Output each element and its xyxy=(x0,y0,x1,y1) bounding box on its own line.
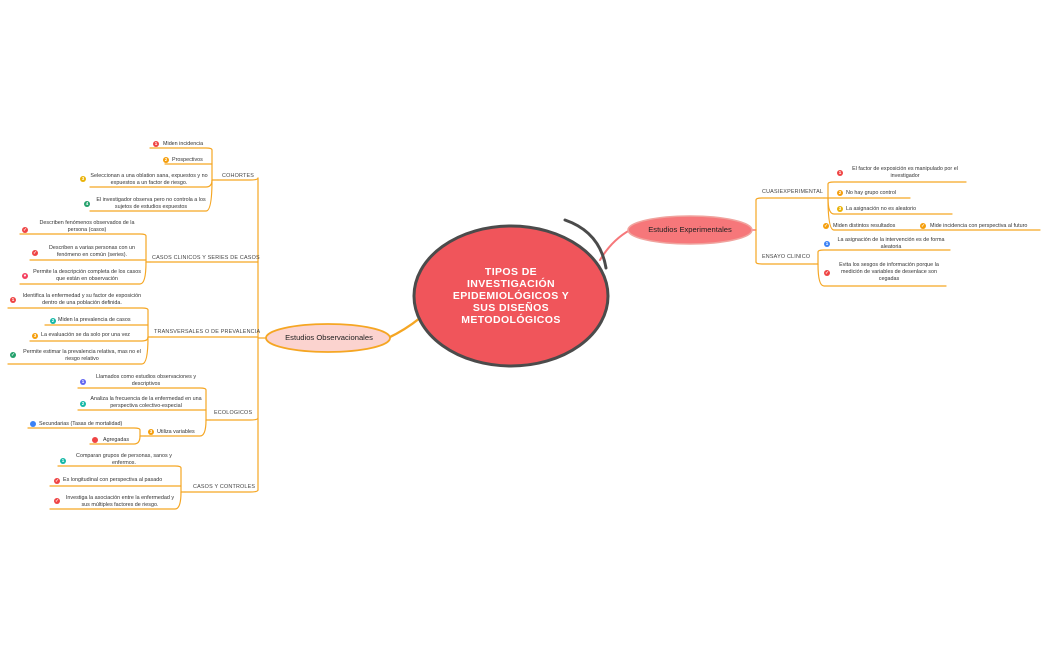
central-title-line: EPIDEMIOLÓGICOS Y xyxy=(452,290,570,302)
casos-clinicos-item[interactable]: Permite la descripción completa de los c… xyxy=(33,269,141,282)
cohortes-item[interactable]: Seleccionan a una oblation sana, expuest… xyxy=(90,173,208,186)
central-title-line: METODOLÓGICOS xyxy=(461,314,561,326)
casos-clinicos-item[interactable]: Describen a varias personas con un fenóm… xyxy=(49,245,135,258)
check-icon: ✓ xyxy=(32,250,38,256)
ecologicos-item[interactable]: Utiliza variables xyxy=(157,429,195,435)
check-icon: ✓ xyxy=(824,270,830,276)
number-3-icon: 3 xyxy=(837,206,843,212)
number-1-icon: 1 xyxy=(80,379,86,385)
ensayo-item[interactable]: Evita los sesgos de información porque l… xyxy=(839,262,939,282)
experimentales-node-shape xyxy=(627,215,753,245)
number-2-icon: 2 xyxy=(80,401,86,407)
number-3-icon: 3 xyxy=(148,429,154,435)
casos-clinicos-item[interactable]: Describen fenómenos observados de la per… xyxy=(39,220,135,233)
variables-item[interactable]: Agregadas xyxy=(103,437,130,443)
cohortes-item[interactable]: El investigador observa pero no controla… xyxy=(96,197,206,210)
casos-clinicos-label[interactable]: CASOS CLINICOS Y SERIES DE CASOS xyxy=(152,255,260,261)
central-title-line: TIPOS DE xyxy=(484,266,538,278)
cohortes-label[interactable]: COHORTES xyxy=(222,173,255,179)
dot-icon xyxy=(92,437,98,443)
central-title-line: SUS DISEÑOS xyxy=(472,302,550,314)
casos-controles-item[interactable]: Comparan grupos de personas, sanos y enf… xyxy=(76,453,172,466)
check-icon: ✓ xyxy=(10,352,16,358)
casos-controles-label[interactable]: CASOS Y CONTROLES xyxy=(193,484,256,490)
casos-controles-item[interactable]: Investiga la asociación entre la enferme… xyxy=(65,495,175,508)
cohortes-item[interactable]: Prospectivos xyxy=(172,157,203,163)
check-icon: ✓ xyxy=(54,478,60,484)
experimentales-title[interactable]: Estudios Experimentales xyxy=(648,225,732,234)
transversales-label[interactable]: TRANSVERSALES O DE PREVALENCIA xyxy=(154,329,261,335)
heart-icon: ♥ xyxy=(22,273,28,279)
ecologicos-item[interactable]: Llamados como estudios observaciones y d… xyxy=(95,374,197,387)
number-1-icon: 1 xyxy=(824,241,830,247)
number-3-icon: 3 xyxy=(32,333,38,339)
check-icon: ✓ xyxy=(823,223,829,229)
ecologicos-item[interactable]: Analiza la frecuencia de la enfermedad e… xyxy=(90,396,202,409)
check-icon: ✓ xyxy=(54,498,60,504)
number-1-icon: 1 xyxy=(837,170,843,176)
dot-icon xyxy=(30,421,36,427)
transversales-item[interactable]: La evaluación se da solo por una vez xyxy=(41,332,131,338)
number-2-icon: 2 xyxy=(163,157,169,163)
observacionales-node-shape xyxy=(265,323,391,353)
cuasi-label[interactable]: CUASIEXPERIMENTAL xyxy=(762,189,824,195)
central-node-shape xyxy=(412,224,610,368)
number-2-icon: 2 xyxy=(50,318,56,324)
cuasi-item[interactable]: La asignación no es aleatorio xyxy=(846,206,917,212)
number-1-icon: 1 xyxy=(60,458,66,464)
number-2-icon: 2 xyxy=(837,190,843,196)
central-title[interactable]: TIPOS DE INVESTIGACIÓN EPIDEMIOLÓGICOS Y… xyxy=(418,230,604,362)
variables-item[interactable]: Secundarias (Tasas de mortalidad) xyxy=(39,421,123,427)
number-4-icon: 4 xyxy=(84,201,90,207)
number-3-icon: 3 xyxy=(80,176,86,182)
cuasi-item[interactable]: Miden distintos resultados xyxy=(833,223,896,229)
observacionales-title[interactable]: Estudios Observacionales xyxy=(285,333,373,342)
ensayo-label[interactable]: ENSAYO CLINICO xyxy=(762,254,811,260)
cuasi-subitem[interactable]: Mide incidencia con perspectiva al futur… xyxy=(930,223,1028,229)
casos-controles-item[interactable]: Es longitudinal con perspectiva al pasad… xyxy=(63,477,163,483)
ecologicos-label[interactable]: ECOLOGICOS xyxy=(214,410,253,416)
number-1-icon: 1 xyxy=(10,297,16,303)
central-title-line: INVESTIGACIÓN xyxy=(466,278,556,290)
cohortes-item[interactable]: Miden incidencia xyxy=(163,141,204,147)
cuasi-item[interactable]: No hay grupo control xyxy=(846,190,897,196)
check-icon: ✓ xyxy=(920,223,926,229)
transversales-item[interactable]: Identifica la enfermedad y su factor de … xyxy=(22,293,142,306)
transversales-item[interactable]: Permite estimar la prevalencia relativa,… xyxy=(23,349,141,362)
cuasi-item[interactable]: El factor de exposición es manipulado po… xyxy=(852,166,958,179)
check-icon: ✓ xyxy=(22,227,28,233)
transversales-item[interactable]: Miden la prevalencia de casos xyxy=(58,317,131,323)
ensayo-item[interactable]: La asignación de la intervención es de f… xyxy=(837,237,945,250)
number-1-icon: 1 xyxy=(153,141,159,147)
